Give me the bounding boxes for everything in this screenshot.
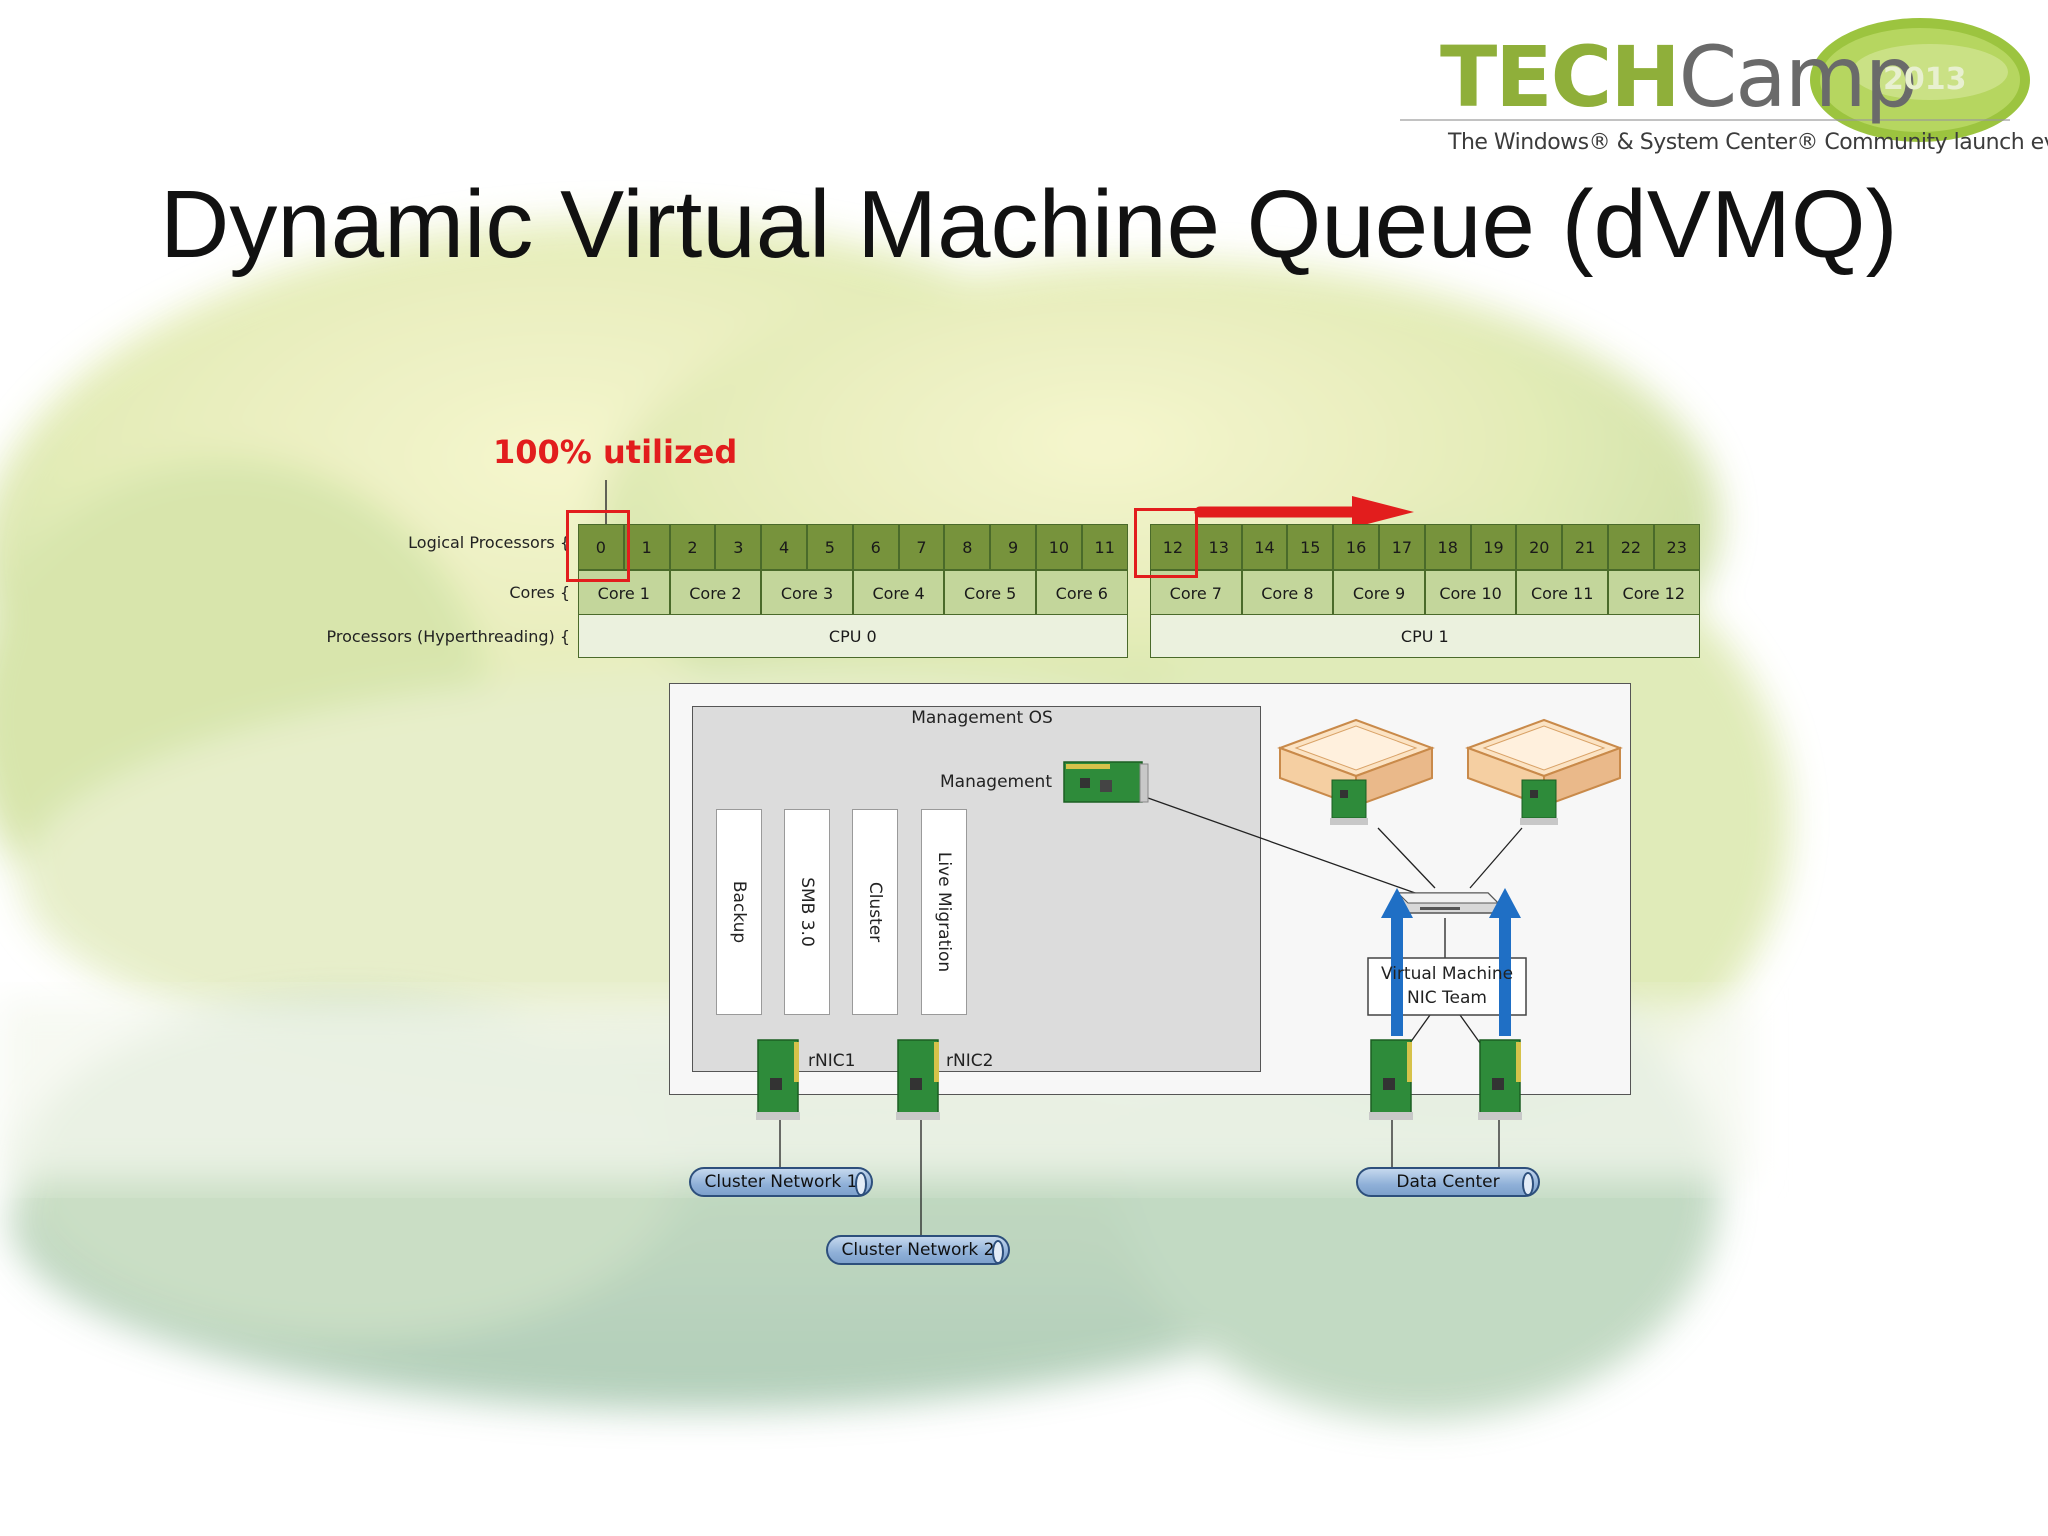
logical-processor-cell: 21 bbox=[1562, 524, 1608, 570]
management-nic-label: Management bbox=[940, 772, 1052, 792]
logical-processor-cell: 8 bbox=[944, 524, 991, 570]
logical-processor-cell: 23 bbox=[1653, 524, 1700, 570]
core-cell: Core 9 bbox=[1333, 570, 1425, 616]
cluster-network-1: Cluster Network 1 bbox=[689, 1167, 873, 1197]
logical-processor-cell: 20 bbox=[1516, 524, 1563, 570]
nic-team-label-line1: Virtual Machine bbox=[1380, 964, 1514, 984]
logical-processor-cell: 3 bbox=[715, 524, 762, 570]
logical-processor-cell: 16 bbox=[1333, 524, 1379, 570]
core-cell: Core 1 bbox=[578, 570, 670, 616]
row-label-logical-processors: Logical Processors { bbox=[408, 533, 570, 552]
logical-processor-cell: 5 bbox=[807, 524, 853, 570]
logical-processor-cell: 0 bbox=[578, 524, 624, 570]
logical-processor-cell: 15 bbox=[1287, 524, 1334, 570]
utilized-highlight-box bbox=[566, 510, 630, 582]
logical-processor-cell: 9 bbox=[990, 524, 1036, 570]
management-os-box bbox=[692, 706, 1261, 1072]
logo-year: 2013 bbox=[1883, 62, 1967, 97]
logical-processor-cell: 14 bbox=[1241, 524, 1288, 570]
management-os-label: Management OS bbox=[911, 708, 1053, 728]
service-label: Live Migration bbox=[934, 851, 954, 973]
target-highlight-box bbox=[1134, 508, 1198, 578]
service-cluster: Cluster bbox=[852, 809, 898, 1015]
logical-processor-cell: 6 bbox=[852, 524, 899, 570]
logical-processor-cell: 19 bbox=[1470, 524, 1517, 570]
service-label: SMB 3.0 bbox=[797, 877, 817, 947]
core-cell: Core 4 bbox=[852, 570, 945, 616]
logical-processor-cell: 18 bbox=[1424, 524, 1471, 570]
service-live-migration: Live Migration bbox=[921, 809, 967, 1015]
cpu-cell: CPU 0 bbox=[578, 614, 1128, 658]
logical-processor-cell: 7 bbox=[898, 524, 945, 570]
rnic2-label: rNIC2 bbox=[946, 1051, 994, 1071]
core-cell: Core 11 bbox=[1516, 570, 1608, 616]
row-label-processors: Processors (Hyperthreading) { bbox=[326, 627, 571, 646]
row-label-cores: Cores { bbox=[509, 583, 570, 602]
core-cell: Core 3 bbox=[761, 570, 853, 616]
slide-title: Dynamic Virtual Machine Queue (dVMQ) bbox=[160, 171, 1898, 278]
logical-processor-cell: 10 bbox=[1036, 524, 1082, 570]
service-backup: Backup bbox=[716, 809, 762, 1015]
logical-processor-cell: 22 bbox=[1608, 524, 1654, 570]
logical-processor-cell: 4 bbox=[761, 524, 807, 570]
core-cell: Core 12 bbox=[1608, 570, 1700, 616]
core-cell: Core 10 bbox=[1424, 570, 1517, 616]
logo-tech-text: TECH bbox=[1440, 28, 1681, 126]
core-cell: Core 5 bbox=[944, 570, 1036, 616]
service-label: Cluster bbox=[865, 881, 885, 943]
service-label: Backup bbox=[729, 880, 749, 944]
nic-team-label-line2: NIC Team bbox=[1407, 988, 1487, 1008]
logical-processor-cell: 13 bbox=[1195, 524, 1242, 570]
service-smb: SMB 3.0 bbox=[784, 809, 830, 1015]
logo-tagline: The Windows® & System Center® Community … bbox=[1448, 130, 2048, 155]
techcamp-logo: TECHCamp bbox=[1440, 28, 1918, 126]
cluster-network-2: Cluster Network 2 bbox=[826, 1235, 1010, 1265]
core-cell: Core 2 bbox=[669, 570, 762, 616]
core-cell: Core 6 bbox=[1036, 570, 1128, 616]
logical-processor-cell: 17 bbox=[1379, 524, 1425, 570]
core-cell: Core 8 bbox=[1241, 570, 1334, 616]
cpu-cell: CPU 1 bbox=[1150, 614, 1700, 658]
utilized-annotation: 100% utilized bbox=[493, 433, 738, 471]
logical-processor-cell: 2 bbox=[669, 524, 716, 570]
logical-processor-cell: 11 bbox=[1081, 524, 1128, 570]
logical-processor-cell: 1 bbox=[623, 524, 670, 570]
data-center-network: Data Center bbox=[1356, 1167, 1540, 1197]
rnic1-label: rNIC1 bbox=[808, 1051, 856, 1071]
logo-camp-text: Camp bbox=[1678, 28, 1918, 126]
